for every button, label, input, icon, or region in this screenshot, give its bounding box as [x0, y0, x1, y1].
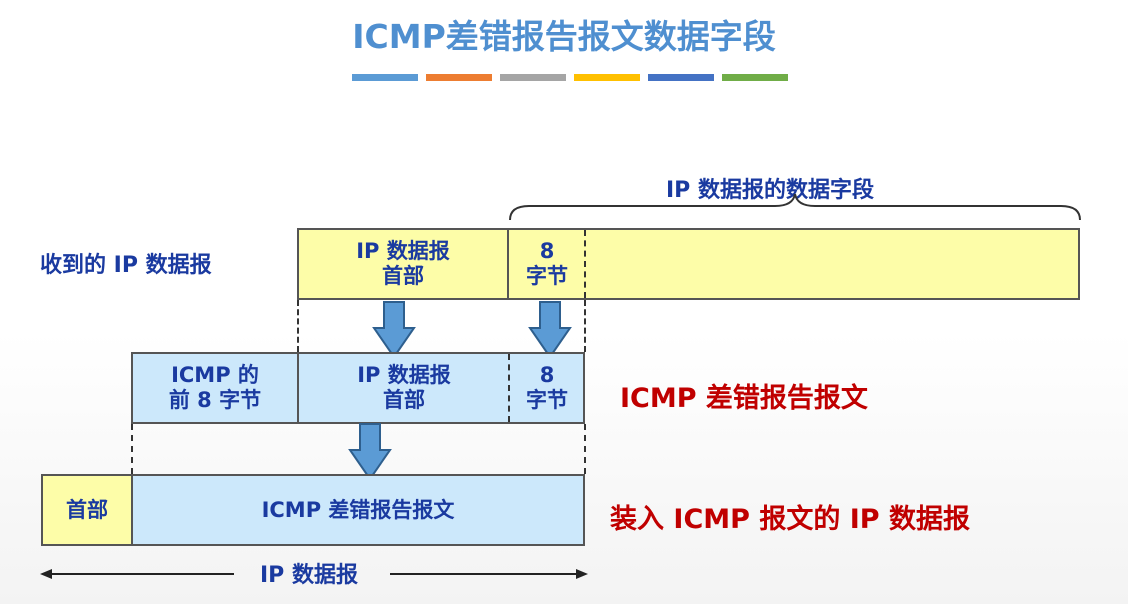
- title-text: ICMP差错报告报文数据字段: [352, 17, 776, 56]
- encap-body-text: ICMP 差错报告报文: [261, 497, 455, 522]
- title-underline-4: [574, 74, 640, 81]
- title-underline-1: [352, 74, 418, 81]
- received-eight-line1: 8: [539, 239, 555, 263]
- received-first-8-bytes: 8 字节: [509, 230, 585, 298]
- down-arrow-icon: [372, 301, 416, 359]
- title-underline-2: [426, 74, 492, 81]
- title-underline-5: [648, 74, 714, 81]
- guide-right-1: [584, 300, 586, 352]
- received-ip-header-line1: IP 数据报: [356, 239, 450, 263]
- icmp-first-line2: 前 8 字节: [168, 388, 262, 412]
- down-arrow-icon: [348, 423, 392, 481]
- icmp-first-line1: ICMP 的: [171, 363, 259, 387]
- received-datagram-label: 收到的 IP 数据报: [40, 253, 212, 278]
- title-underline-3: [500, 74, 566, 81]
- guide-left-2: [131, 424, 133, 474]
- received-eight-line2: 字节: [526, 264, 568, 288]
- encap-icmp-body-box: ICMP 差错报告报文: [131, 474, 585, 546]
- down-arrow-icon: [528, 301, 572, 359]
- data-field-label: IP 数据报的数据字段: [666, 178, 874, 203]
- icmp-ip-header-copy: IP 数据报 首部: [299, 354, 509, 422]
- icmp-8-byte-divider: [508, 354, 510, 422]
- received-ip-header-line2: 首部: [382, 264, 424, 288]
- guide-left-1: [297, 300, 299, 352]
- icmp-error-label: ICMP 差错报告报文: [620, 383, 868, 414]
- received-8-byte-divider: [584, 230, 586, 298]
- icmp-eight-bytes-copy: 8 字节: [510, 354, 584, 422]
- data-field-brace: [509, 193, 1081, 221]
- span-double-arrow-icon: [40, 569, 588, 579]
- icmp-first-8-bytes-box: ICMP 的 前 8 字节: [131, 352, 299, 424]
- icmp-eight-line1: 8: [539, 363, 555, 387]
- title-underline-6: [722, 74, 788, 81]
- page-title: ICMP差错报告报文数据字段: [0, 10, 1128, 58]
- received-data-box: [507, 228, 1080, 300]
- icmp-header-line1: IP 数据报: [357, 363, 451, 387]
- icmp-ip-header-box: [297, 352, 585, 424]
- encap-datagram-label: 装入 ICMP 报文的 IP 数据报: [610, 504, 970, 535]
- encap-header-box: 首部: [41, 474, 133, 546]
- icmp-header-line2: 首部: [383, 388, 425, 412]
- received-ip-header-box: IP 数据报 首部: [297, 228, 509, 300]
- guide-right-2: [584, 424, 586, 474]
- icmp-eight-line2: 字节: [526, 388, 568, 412]
- encap-header-text: 首部: [66, 497, 108, 522]
- span-label: IP 数据报: [260, 563, 358, 588]
